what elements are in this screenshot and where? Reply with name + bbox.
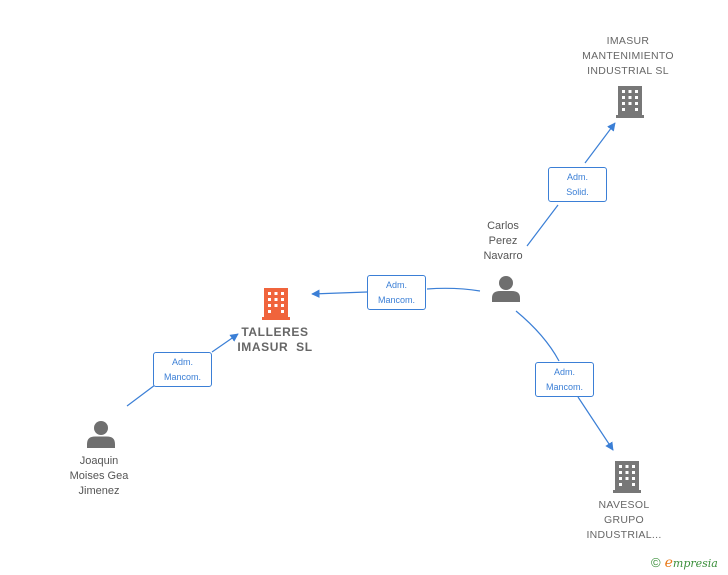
label-line: IMASUR [606,35,650,47]
label-line: IMASUR SL [237,340,313,354]
edge-label-carlos-to-talleres[interactable]: Adm. Mancom. [367,275,426,310]
edge-label-line: Adm. [566,172,588,182]
node-label-navesol[interactable]: NAVESOL GRUPO INDUSTRIAL... [569,498,679,543]
edge-label-line: Mancom. [545,382,583,392]
edge-label-line: Adm. [385,280,407,290]
label-line: Navarro [483,250,523,262]
edge-label-carlos-to-imasur[interactable]: Adm. Solid. [548,167,607,202]
edge-carlos-to-navesol [515,310,613,450]
edge-carlos-to-talleres [312,288,481,294]
edge-carlos-to-imasur [526,123,615,247]
label-line: TALLERES [241,325,309,339]
node-label-talleres-imasur[interactable]: TALLERES IMASUR SL [215,325,335,355]
building-icon [616,86,644,118]
edge-label-line: Adm. [553,367,575,377]
edge-label-line: Adm. [171,357,193,367]
edge-label-line: Solid. [566,187,589,197]
edge-joaquin-to-talleres [126,334,238,407]
building-icon [613,461,641,493]
node-label-carlos-perez-navarro[interactable]: Carlos Perez Navarro [463,219,543,264]
edge-label-line: Mancom. [377,295,415,305]
label-line: Moises Gea [69,470,129,482]
label-line: Carlos [487,220,519,232]
brand-name: mpresia [672,557,718,570]
label-line: INDUSTRIAL... [586,529,662,541]
label-line: INDUSTRIAL SL [587,65,669,77]
person-icon [87,421,115,448]
empresia-logo[interactable]: ©empresia [651,555,718,571]
person-icon [492,276,520,302]
label-line: NAVESOL [598,499,650,511]
label-line: Perez [488,235,518,247]
edge-label-carlos-to-navesol[interactable]: Adm. Mancom. [535,362,594,397]
edge-label-line: Mancom. [163,372,201,382]
label-line: GRUPO [603,514,644,526]
edge-label-joaquin-to-talleres[interactable]: Adm. Mancom. [153,352,212,387]
brand-e: e [664,555,673,571]
building-icon [262,288,290,320]
node-label-imasur-mantenimiento[interactable]: IMASUR MANTENIMIENTO INDUSTRIAL SL [568,34,688,79]
node-label-joaquin-moises[interactable]: Joaquin Moises Gea Jimenez [49,454,149,499]
label-line: MANTENIMIENTO [582,50,674,62]
label-line: Jimenez [78,485,120,497]
label-line: Joaquin [79,455,119,467]
copyright-icon: © [651,555,661,570]
